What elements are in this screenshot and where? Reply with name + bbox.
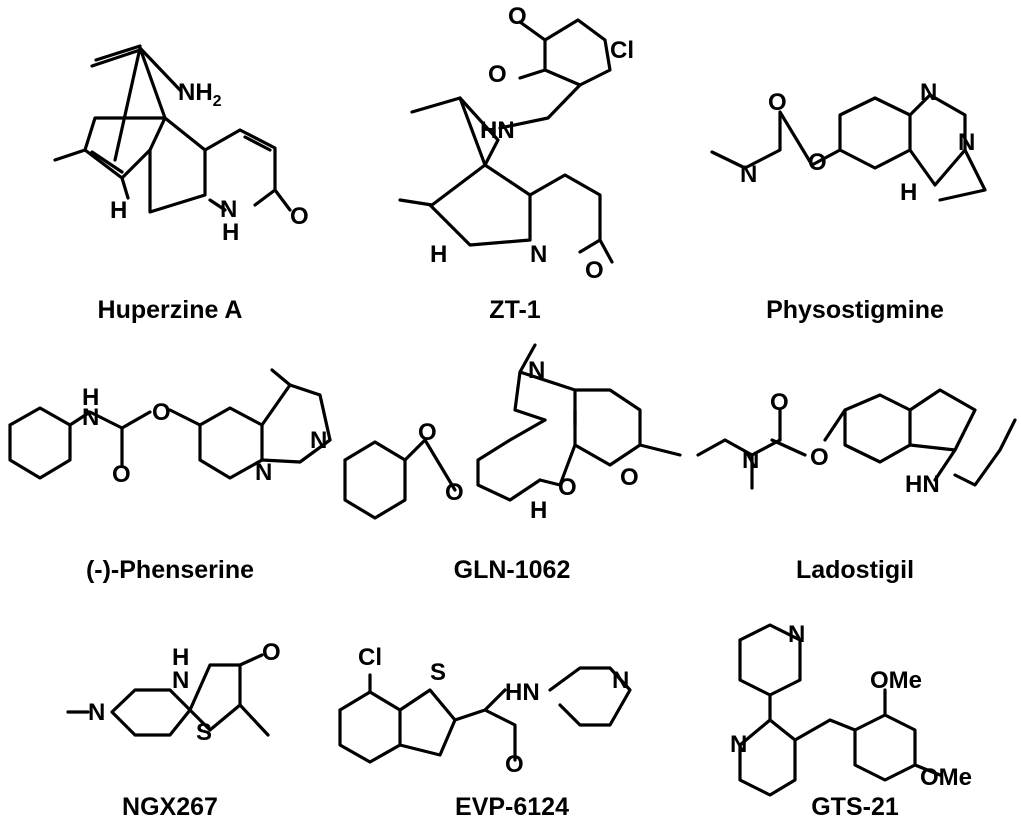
atom-o-ester: O [445, 479, 464, 506]
structure-phenserine: H N O O N N [8, 368, 332, 488]
structure-zt-1: O O Cl HN H N O [398, 3, 634, 284]
atom-o-carbonyl: O [112, 461, 131, 488]
atom-n: N [172, 667, 189, 694]
atom-n: N [730, 731, 747, 758]
atom-hn: H [82, 384, 99, 411]
atom-h: H [900, 179, 917, 206]
atom-ome-2: OMe [920, 764, 972, 791]
atom-h: H [110, 197, 127, 224]
atom-n: N [742, 447, 759, 474]
atom-o-methoxy: O [508, 3, 527, 30]
atom-s: S [196, 719, 212, 746]
atom-h: H [430, 241, 447, 268]
atom-o-ester: O [810, 444, 829, 471]
atom-o-keto: O [488, 61, 507, 88]
caption-phenserine: (-)-Phenserine [86, 556, 254, 584]
atom-n: N [82, 404, 99, 431]
atom-o-carbonyl: O [770, 389, 789, 416]
atom-h: H [172, 644, 189, 671]
atom-o-methoxy: O [620, 464, 639, 491]
caption-gts-21: GTS-21 [811, 793, 899, 821]
atom-hn: HN [480, 117, 515, 144]
caption-huperzine-a: Huperzine A [98, 296, 243, 324]
atom-s: S [430, 659, 446, 686]
atom-n-piperidine: N [88, 699, 105, 726]
atom-hn: HN [905, 471, 940, 498]
structure-ladostigil: N O O HN [696, 388, 1017, 498]
atom-o-ester: O [152, 399, 171, 426]
atom-hn: HN [505, 679, 540, 706]
caption-ladostigil: Ladostigil [796, 556, 914, 584]
atom-cl: Cl [610, 37, 634, 64]
atom-o-carbonyl: O [768, 89, 787, 116]
atom-h-below: H [222, 219, 239, 246]
caption-ngx267: NGX267 [122, 793, 218, 821]
structure-ngx267: N H N O S [66, 639, 281, 746]
atom-nh: N [740, 161, 757, 188]
atom-o: O [290, 203, 309, 230]
structure-huperzine-a: NH2 H N H O [53, 44, 309, 246]
atom-n-pyridine: N [788, 621, 805, 648]
atom-o: O [585, 257, 604, 284]
caption-evp-6124: EVP-6124 [455, 793, 569, 821]
atom-cl: Cl [358, 644, 382, 671]
structure-physostigmine: N O O N N H [710, 79, 987, 206]
atom-n-quinuclidine: N [612, 667, 629, 694]
structure-evp-6124: Cl S HN O N [338, 644, 632, 778]
atom-h: H [530, 497, 547, 524]
atom-n: N [220, 196, 237, 223]
caption-gln-1062: GLN-1062 [454, 556, 571, 584]
caption-zt-1: ZT-1 [489, 296, 540, 324]
structure-gln-1062: N O O O O H [343, 343, 682, 524]
atom-n: N [530, 241, 547, 268]
atom-n1: N [920, 79, 937, 106]
atom-n: N [528, 357, 545, 384]
atom-o-ester: O [808, 149, 827, 176]
atom-n1: N [310, 427, 327, 454]
atom-ome-1: OMe [870, 667, 922, 694]
atom-o: O [262, 639, 281, 666]
atom-o: O [505, 751, 524, 778]
atom-nh2: NH2 [178, 79, 222, 110]
atom-o-furan: O [558, 474, 577, 501]
atom-o-carbonyl: O [418, 419, 437, 446]
atom-n2: N [958, 129, 975, 156]
atom-n2: N [255, 459, 272, 486]
structure-gts-21: N N OMe OMe [730, 621, 972, 797]
caption-physostigmine: Physostigmine [766, 296, 944, 324]
